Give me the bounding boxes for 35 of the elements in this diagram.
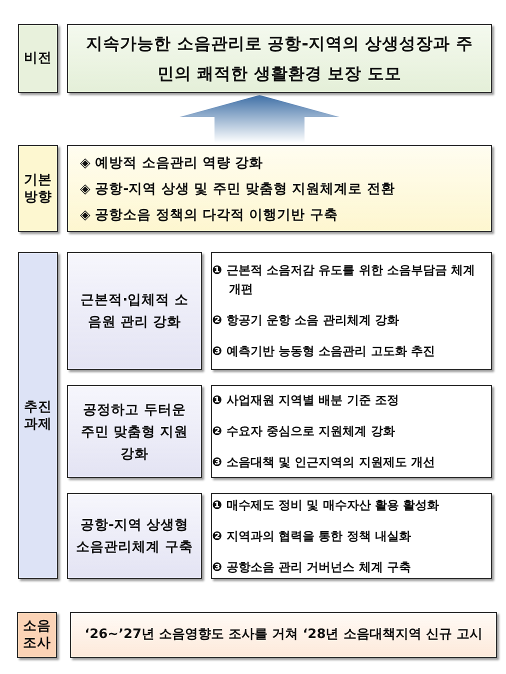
category-label — [17, 612, 57, 658]
list-item: ❷ 수요자 중심으로 지원체계 강화 — [212, 423, 396, 440]
list-item: ❶ 사업재원 지역별 배분 기준 조정 — [212, 392, 400, 409]
direction-box — [67, 145, 492, 232]
list-item: ❸ 예측기반 능동형 소음관리 고도화 추진 — [212, 343, 436, 360]
category-label-text: 소음 조사 — [22, 618, 52, 652]
list-item: ❸ 공항소음 관리 거버넌스 체계 구축 — [212, 558, 412, 576]
bullet-item: ◈ 공항-지역 상생 및 주민 맞춤형 지원체계로 전환 — [79, 180, 396, 198]
task-box — [67, 385, 202, 478]
category-label-text: 추진 과제 — [23, 398, 53, 432]
vision-box — [67, 24, 492, 93]
list-item: ❸ 소음대책 및 인근지역의 지원제도 개선 — [212, 454, 436, 471]
category-label-text: 기본 방향 — [23, 172, 53, 206]
category-label — [18, 145, 58, 232]
list-item: ❷ 지역과의 협력을 통한 정책 내실화 — [212, 528, 412, 544]
category-label-text: 비전 — [24, 50, 52, 67]
task-box — [67, 252, 202, 370]
bullet-item: ◈ 예방적 소음관리 역량 강화 — [79, 154, 264, 172]
category-label — [18, 252, 58, 579]
block-arrow — [180, 95, 340, 143]
bullet-item: ◈ 공항소음 정책의 다각적 이행기반 구축 — [79, 206, 339, 224]
item-list-box — [211, 385, 492, 478]
list-item: ❶ 매수제도 정비 및 매수자산 활용 활성화 — [212, 496, 440, 514]
category-label — [18, 24, 58, 93]
survey-text: ‘26~’27년 소음영향도 조사를 거쳐 ‘28년 소음대책지역 신규 고시 — [84, 626, 482, 644]
survey-box — [70, 612, 497, 658]
task-title: 공항-지역 상생형 소음관리체계 구축 — [75, 516, 194, 557]
task-box — [67, 493, 202, 579]
list-item: ❷ 항공기 운항 소음 관리체계 강화 — [212, 312, 400, 329]
task-title: 공정하고 두터운 주민 맞춤형 지원 강화 — [80, 400, 190, 464]
task-title: 근본적·입체적 소음원 관리 강화 — [80, 291, 190, 332]
vision-text: 지속가능한 소음관리로 공항-지역의 상생성장과 주민의 쾌적한 생활환경 보장 도모 — [85, 32, 474, 84]
item-list-box — [211, 493, 492, 579]
item-list-box — [211, 252, 492, 370]
list-item: ❶ 근본적 소음저감 유도를 위한 소음부담금 체계 개편 — [212, 262, 476, 298]
